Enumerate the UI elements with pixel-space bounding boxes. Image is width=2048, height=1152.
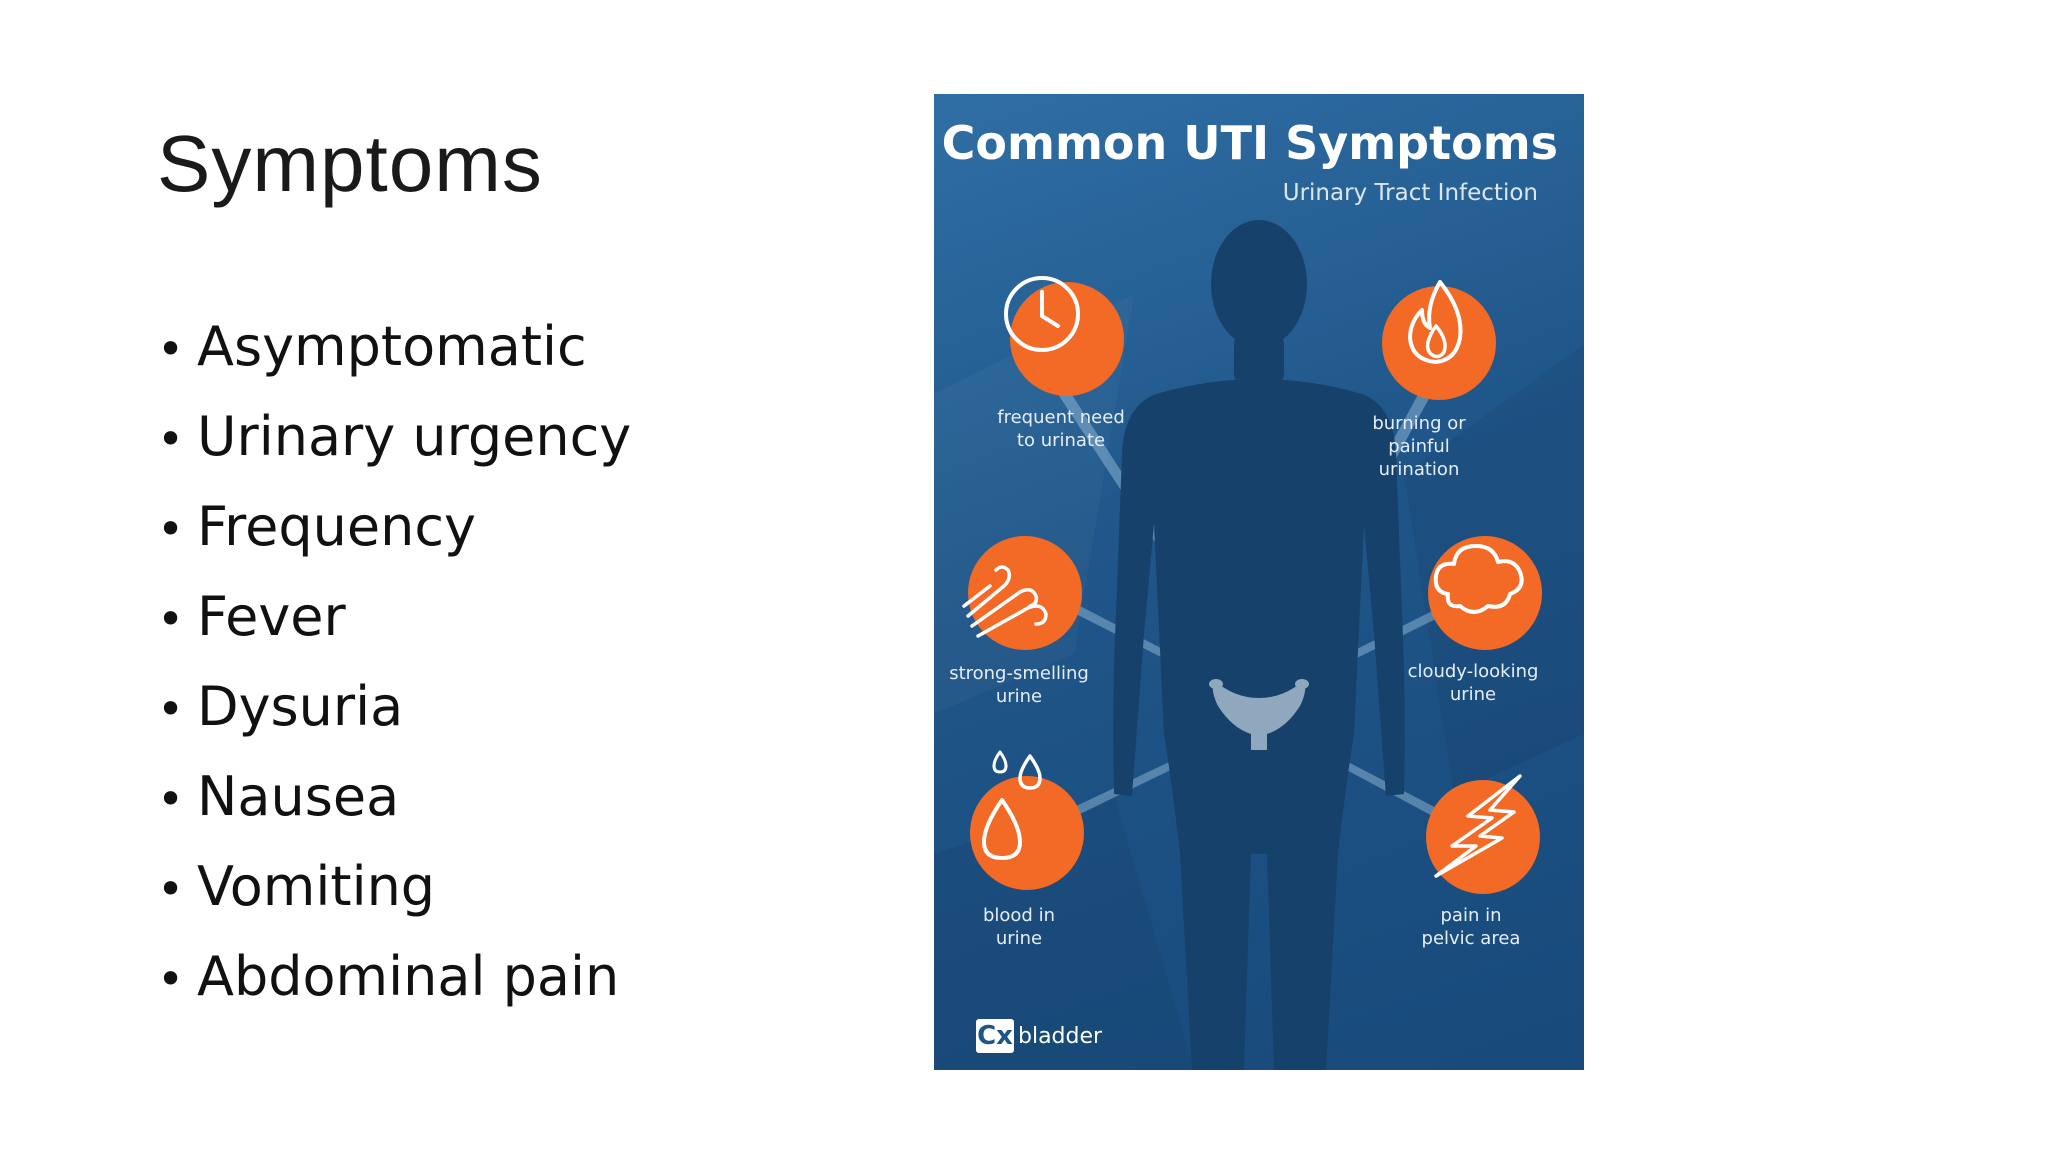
cloud-icon — [1428, 536, 1542, 650]
logo-text: bladder — [1018, 1023, 1103, 1049]
list-item: •Urinary urgency — [157, 393, 631, 483]
symptom-label-smelling: strong-smelling urine — [949, 663, 1089, 707]
list-item: •Nausea — [157, 753, 631, 843]
uti-infographic: Common UTI Symptoms Urinary Tract Infect… — [934, 94, 1584, 1070]
symptom-label-blood: blood in urine — [982, 905, 1055, 949]
bladder-illustration — [1209, 679, 1309, 750]
list-item: •Asymptomatic — [157, 303, 631, 393]
symptom-label-frequent: frequent need to urinate — [997, 407, 1125, 451]
flame-icon — [1382, 280, 1496, 400]
droplets-icon — [970, 750, 1084, 890]
list-item: •Dysuria — [157, 663, 631, 753]
list-item: •Frequency — [157, 483, 631, 573]
symptom-label-pelvic: pain in pelvic area — [1421, 905, 1521, 949]
clock-icon — [1004, 276, 1124, 396]
bullet-icon: • — [157, 502, 185, 556]
cxbladder-logo: Cx bladder — [976, 1019, 1102, 1053]
symptom-label-cloudy: cloudy-looking urine — [1407, 661, 1539, 705]
symptom-list: •Asymptomatic •Urinary urgency •Frequenc… — [157, 303, 631, 1023]
lightning-icon — [1426, 774, 1540, 894]
bullet-icon: • — [157, 412, 185, 466]
bullet-icon: • — [157, 952, 185, 1006]
infographic-subtitle: Urinary Tract Infection — [1282, 180, 1538, 206]
bullet-icon: • — [157, 322, 185, 376]
logo-mark: Cx — [976, 1019, 1014, 1053]
list-item: •Abdominal pain — [157, 933, 631, 1023]
symptom-label-burning: burning or painful urination — [1372, 413, 1466, 480]
bullet-icon: • — [157, 592, 185, 646]
bullet-icon: • — [157, 862, 185, 916]
slide-title: Symptoms — [157, 119, 543, 208]
bullet-icon: • — [157, 682, 185, 736]
list-item: •Vomiting — [157, 843, 631, 933]
wind-icon — [962, 536, 1082, 650]
infographic-title: Common UTI Symptoms — [941, 116, 1558, 170]
bullet-icon: • — [157, 772, 185, 826]
list-item: •Fever — [157, 573, 631, 663]
